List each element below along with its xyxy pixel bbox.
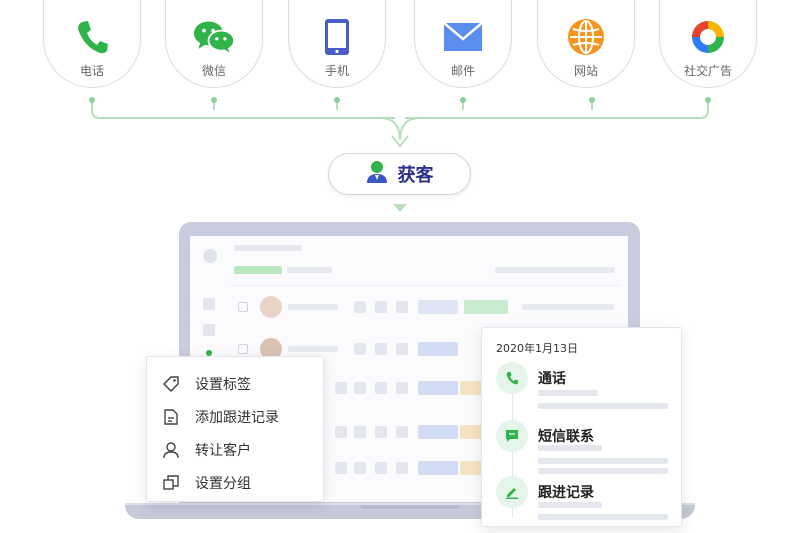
channel-phone[interactable]: 电话 xyxy=(43,0,141,88)
channel-label: 手机 xyxy=(324,64,349,78)
tag-icon xyxy=(161,374,181,394)
acquire-label: 获客 xyxy=(397,165,434,186)
menu-item-label: 设置分组 xyxy=(195,475,251,492)
channel-social-ads[interactable]: 社交广告 xyxy=(659,0,757,88)
menu-item-set-group[interactable]: 设置分组 xyxy=(161,466,323,499)
channel-label: 微信 xyxy=(201,64,226,78)
channel-label: 邮件 xyxy=(450,64,475,78)
timeline-item-sms[interactable]: 短信联系 xyxy=(496,420,594,452)
menu-item-transfer-customer[interactable]: 转让客户 xyxy=(161,433,323,466)
person-icon xyxy=(161,440,181,460)
timeline-date: 2020年1月13日 xyxy=(496,342,578,355)
phone-icon xyxy=(496,362,528,394)
timeline-item-label: 跟进记录 xyxy=(538,485,594,501)
channel-label: 网站 xyxy=(573,64,598,78)
channel-mobile[interactable]: 手机 xyxy=(288,0,386,88)
phone-icon xyxy=(71,16,113,58)
globe-icon xyxy=(565,16,607,58)
menu-item-add-followup[interactable]: 添加跟进记录 xyxy=(161,400,323,433)
edit-note-icon xyxy=(161,407,181,427)
channel-mail[interactable]: 邮件 xyxy=(414,0,512,88)
channel-website[interactable]: 网站 xyxy=(537,0,635,88)
menu-item-set-tag[interactable]: 设置标签 xyxy=(161,367,323,400)
timeline-item-label: 通话 xyxy=(538,371,566,387)
timeline-item-followup[interactable]: 跟进记录 xyxy=(496,476,594,508)
mail-icon xyxy=(442,16,484,58)
channel-wechat[interactable]: 微信 xyxy=(165,0,263,88)
social-ad-icon xyxy=(687,16,729,58)
menu-item-label: 转让客户 xyxy=(195,442,251,459)
group-icon xyxy=(161,473,181,493)
channel-label: 社交广告 xyxy=(683,64,732,78)
menu-item-label: 设置标签 xyxy=(195,376,251,393)
wechat-icon xyxy=(193,16,235,58)
mobile-icon xyxy=(316,16,358,58)
pen-icon xyxy=(496,476,528,508)
menu-item-label: 添加跟进记录 xyxy=(195,409,279,426)
followup-timeline: 2020年1月13日 通话 短信联系 跟进记录 xyxy=(481,327,682,527)
timeline-item-label: 短信联系 xyxy=(538,429,594,445)
timeline-line xyxy=(512,390,513,518)
acquire-badge[interactable]: 获客 xyxy=(328,153,471,195)
message-icon xyxy=(496,420,528,452)
timeline-item-call[interactable]: 通话 xyxy=(496,362,566,394)
user-icon xyxy=(366,160,388,188)
context-menu: 设置标签 添加跟进记录 转让客户 设置分组 xyxy=(146,356,324,502)
laptop-notch xyxy=(360,505,460,509)
channel-label: 电话 xyxy=(79,64,104,78)
